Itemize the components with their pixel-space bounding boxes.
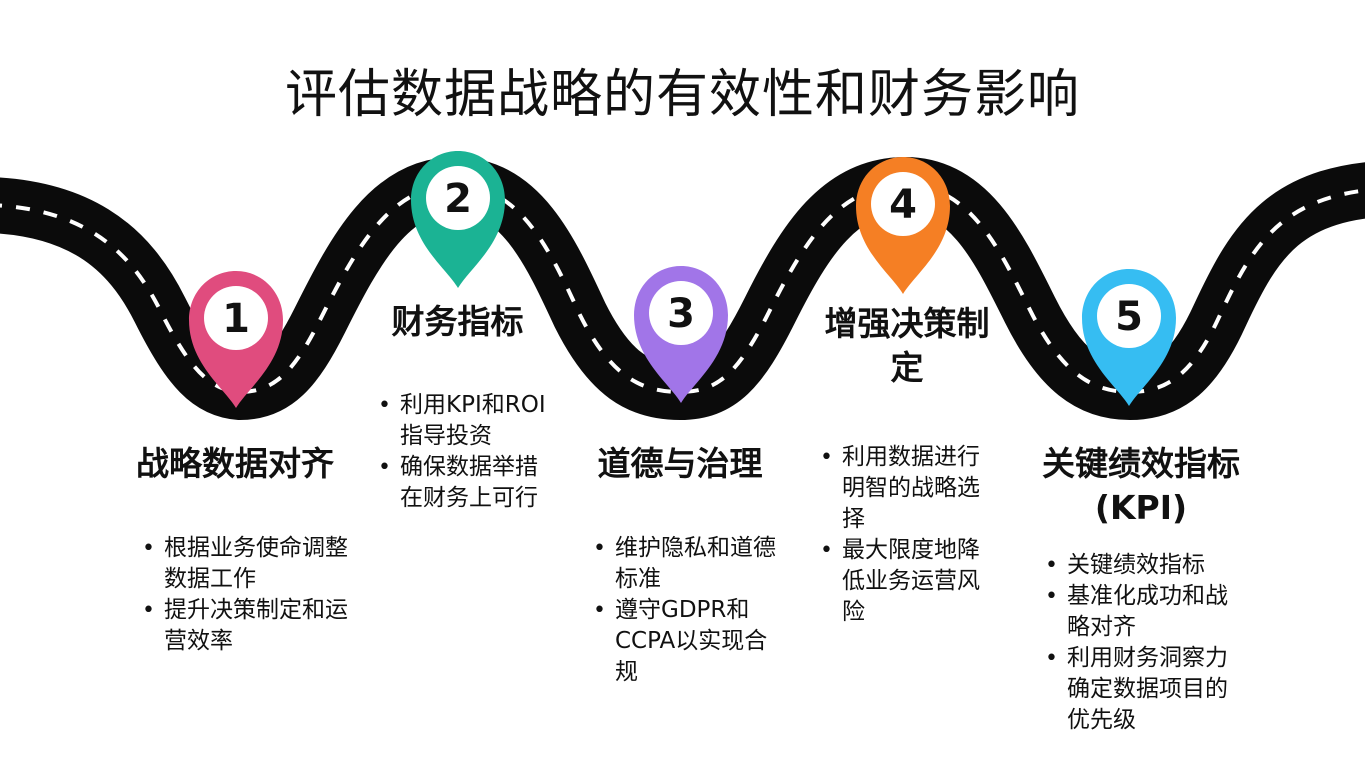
list-item: 利用KPI和ROI指导投资	[378, 390, 558, 452]
list-item: 利用财务洞察力确定数据项目的优先级	[1045, 643, 1250, 736]
step-5-heading: 关键绩效指标(KPI)	[1042, 444, 1240, 527]
step-2-pin: 2	[411, 151, 505, 288]
list-item: 利用数据进行明智的战略选择	[820, 442, 1000, 535]
step-5-bullets: 关键绩效指标 基准化成功和战略对齐 利用财务洞察力确定数据项目的优先级	[1045, 550, 1250, 736]
list-item: 确保数据举措在财务上可行	[378, 452, 558, 514]
step-5-pin: 5	[1082, 269, 1176, 406]
step-5-number: 5	[1115, 294, 1143, 340]
step-1-bullets: 根据业务使命调整数据工作 提升决策制定和运营效率	[142, 533, 352, 657]
list-item: 遵守GDPR和CCPA以实现合规	[593, 595, 778, 688]
step-2-number: 2	[444, 176, 472, 222]
step-4-pin: 4	[856, 157, 950, 294]
list-item: 最大限度地降低业务运营风险	[820, 535, 1000, 628]
step-2-heading: 财务指标	[391, 302, 524, 341]
pin-inner-circle	[871, 172, 935, 236]
step-4-number: 4	[889, 182, 917, 228]
step-3-bullets: 维护隐私和道德标准 遵守GDPR和CCPA以实现合规	[593, 533, 778, 688]
pin-inner-circle	[649, 281, 713, 345]
step-1-heading: 战略数据对齐	[136, 444, 334, 483]
step-4-bullets: 利用数据进行明智的战略选择 最大限度地降低业务运营风险	[820, 442, 1000, 628]
step-1-pin: 1	[189, 271, 283, 408]
pin-inner-circle	[204, 286, 268, 350]
list-item: 关键绩效指标	[1045, 550, 1250, 581]
step-4-heading: 增强决策制定	[824, 304, 990, 387]
list-item: 根据业务使命调整数据工作	[142, 533, 352, 595]
step-1-number: 1	[222, 296, 250, 342]
step-3-number: 3	[667, 291, 695, 337]
page-title: 评估数据战略的有效性和财务影响	[284, 65, 1080, 125]
list-item: 提升决策制定和运营效率	[142, 595, 352, 657]
step-2-bullets: 利用KPI和ROI指导投资 确保数据举措在财务上可行	[378, 390, 558, 514]
list-item: 维护隐私和道德标准	[593, 533, 778, 595]
step-3-heading: 道德与治理	[597, 444, 763, 483]
list-item: 基准化成功和战略对齐	[1045, 581, 1250, 643]
step-3-pin: 3	[634, 266, 728, 403]
pin-inner-circle	[426, 166, 490, 230]
pin-inner-circle	[1097, 284, 1161, 348]
